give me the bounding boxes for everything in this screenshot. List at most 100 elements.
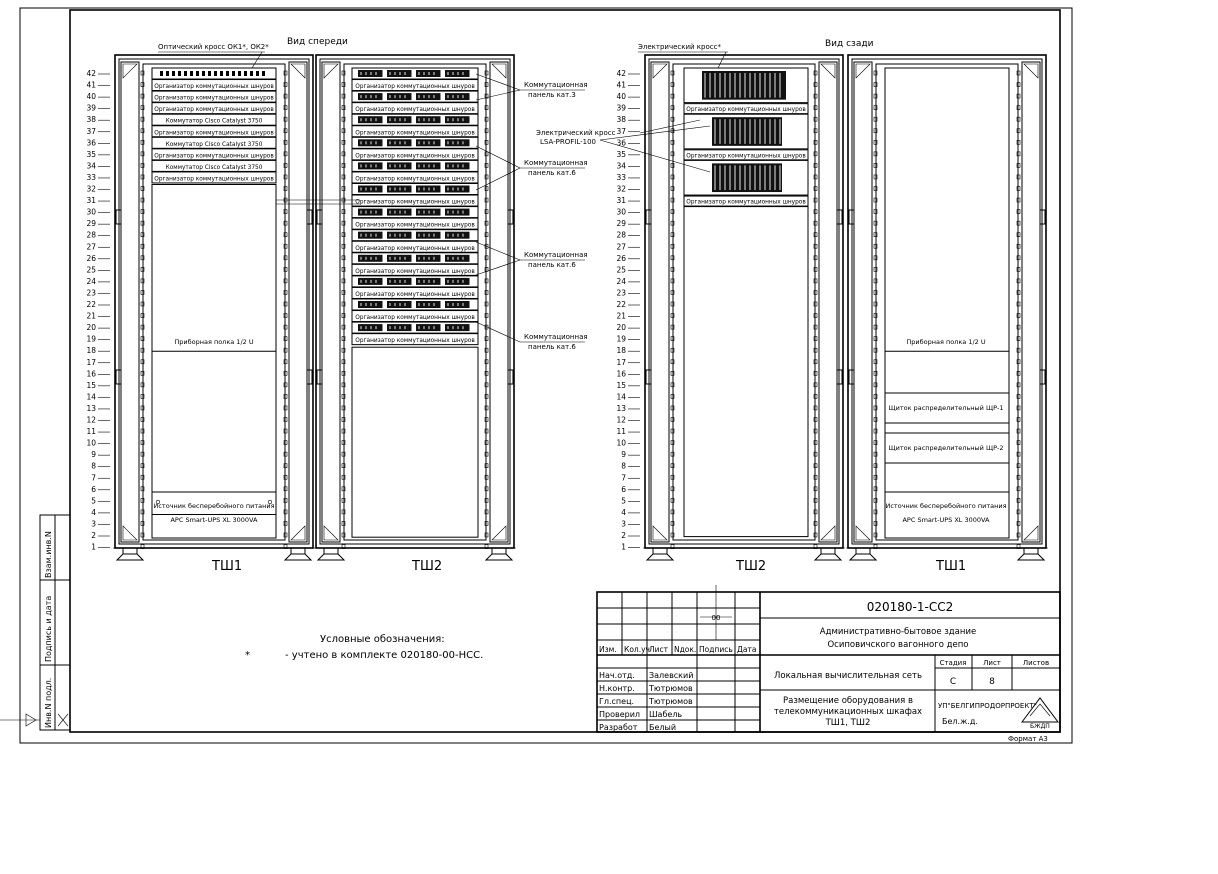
patch-panel	[351, 136, 479, 149]
person-name: Шабель	[649, 710, 682, 719]
unit-number: 33	[86, 173, 96, 182]
unit-number: 5	[621, 496, 626, 505]
sheet-label: Лист	[983, 659, 1001, 667]
legend-text: - учтено в комплекте 020180-00-НСС.	[285, 650, 483, 661]
unit-number: 20	[86, 323, 96, 332]
sheet-value: 8	[989, 677, 995, 687]
svg-text:панель кат.6: панель кат.6	[528, 261, 576, 269]
unit-number: 37	[86, 127, 96, 136]
role-label: Гл.спец.	[599, 697, 634, 706]
person-name: Залевский	[649, 671, 693, 680]
tsh2-rear-organizer	[683, 103, 809, 115]
unit-number: 7	[621, 473, 626, 482]
title-block-marker: 00	[712, 614, 721, 622]
unit-number: 9	[91, 450, 96, 459]
patch-panel	[351, 275, 479, 288]
sheets-label: Листов	[1023, 659, 1049, 667]
unit-number: 13	[86, 404, 96, 413]
side-stamp: Взам.инв.N Подпись и дата Инв.N подл.	[0, 514, 71, 731]
svg-text:панель кат.3: панель кат.3	[528, 91, 576, 99]
unit-number: 19	[616, 335, 626, 344]
unit-number: 6	[91, 485, 96, 494]
object-line1: Административно-бытовое здание	[820, 627, 976, 637]
unit-number: 30	[616, 208, 626, 217]
unit-number: 4	[621, 508, 626, 517]
electric-cross-blocks	[683, 67, 809, 196]
title-col-header: Nдок.	[674, 645, 696, 654]
cabinets: Организатор коммутационных шнуровОрганиз…	[113, 54, 1048, 561]
unit-number: 21	[86, 312, 96, 321]
unit-number: 16	[616, 369, 626, 378]
unit-number: 19	[86, 335, 96, 344]
electric-cross-b-line2: LSA-PROFIL-100	[540, 138, 596, 146]
patch-panel	[351, 90, 479, 103]
unit-number: 35	[86, 150, 96, 159]
tsh1-front-item	[151, 90, 277, 103]
system-name: Локальная вычислительная сеть	[774, 671, 922, 681]
rear-view-title: Вид сзади	[825, 39, 874, 49]
unit-number: 18	[616, 346, 626, 355]
unit-number: 23	[616, 288, 626, 297]
svg-text:Организатор коммутационных шну: Организатор коммутационных шнуров	[355, 200, 475, 206]
tsh2-front-organizer	[351, 333, 479, 346]
tsh2-front-organizer	[351, 217, 479, 230]
tsh1-front-item	[151, 125, 277, 138]
unit-number: 2	[91, 531, 96, 540]
unit-number: 24	[616, 277, 626, 286]
cabinet-tsh2-front: Организатор коммутационных шнуровОрганиз…	[314, 54, 516, 561]
tsh2-front-organizer	[351, 148, 479, 161]
drawing-line3: ТШ1, ТШ2	[825, 718, 871, 728]
cabinet-label-rear-tsh2: ТШ2	[735, 559, 766, 574]
unit-number: 7	[91, 473, 96, 482]
title-col-header: Изм.	[599, 645, 617, 654]
unit-number: 10	[86, 439, 96, 448]
unit-number: 41	[616, 81, 626, 90]
optical-cross-label: Оптический кросс ОК1*, ОК2*	[158, 43, 269, 51]
patch-panel	[351, 183, 479, 195]
cabinet-label-front-tsh2: ТШ2	[411, 559, 442, 574]
stage-label: Стадия	[940, 659, 967, 667]
unit-number: 3	[91, 519, 96, 528]
format-label: Формат А3	[1008, 735, 1048, 743]
unit-number: 26	[86, 254, 96, 263]
unit-number: 13	[616, 404, 626, 413]
unit-number: 31	[86, 196, 96, 205]
unit-number: 14	[616, 392, 626, 401]
distribution-panel-1	[884, 392, 1010, 424]
svg-text:Коммутатор Cisco Catalyst 3750: Коммутатор Cisco Catalyst 3750	[166, 165, 263, 171]
tsh2-front-organizer	[351, 310, 479, 323]
tsh1-front-item	[151, 148, 277, 161]
tsh1-front-ups	[151, 491, 277, 539]
unit-number: 25	[86, 265, 96, 274]
svg-text:Организатор коммутационных шну: Организатор коммутационных шнуров	[355, 107, 475, 113]
svg-text:панель кат.6: панель кат.6	[528, 169, 576, 177]
unit-number: 11	[86, 427, 96, 436]
svg-text:Подпись и дата: Подпись и дата	[44, 596, 53, 662]
callout-cat6-1: Коммутационная панель кат.6	[475, 145, 588, 191]
unit-number: 15	[86, 381, 96, 390]
document-code: 020180-1-СС2	[867, 600, 954, 614]
patch-panel	[351, 113, 479, 126]
svg-text:Организатор коммутационных шну: Организатор коммутационных шнуров	[355, 338, 475, 344]
patch-panel	[351, 229, 479, 242]
unit-number: 18	[86, 346, 96, 355]
callout-cat3: Коммутационная панель кат.3	[475, 73, 588, 101]
svg-text:Коммутатор Cisco Catalyst 3750: Коммутатор Cisco Catalyst 3750	[166, 142, 263, 148]
unit-number: 22	[616, 300, 626, 309]
front-view-title: Вид спереди	[287, 37, 348, 47]
callout-cat6-2: Коммутационная панель кат.6	[475, 241, 588, 276]
svg-text:Организатор коммутационных шну: Организатор коммутационных шнуров	[686, 107, 806, 113]
tsh1-front-ups-line1: Источник бесперебойного питания	[154, 502, 275, 510]
svg-text:Организатор коммутационных шну: Организатор коммутационных шнуров	[355, 246, 475, 252]
optical-cross	[151, 67, 277, 80]
unit-number: 16	[86, 369, 96, 378]
logo-text: БЖДП	[1030, 723, 1050, 730]
electric-cross-label: Электрический кросс*	[638, 43, 721, 51]
unit-number: 40	[86, 92, 96, 101]
unit-number: 38	[616, 115, 626, 124]
drawing-line1: Размещение оборудования в	[783, 696, 913, 706]
unit-number: 12	[86, 416, 96, 425]
unit-number: 25	[616, 265, 626, 274]
callout-cat6-3: Коммутационная панель кат.6	[475, 321, 588, 351]
